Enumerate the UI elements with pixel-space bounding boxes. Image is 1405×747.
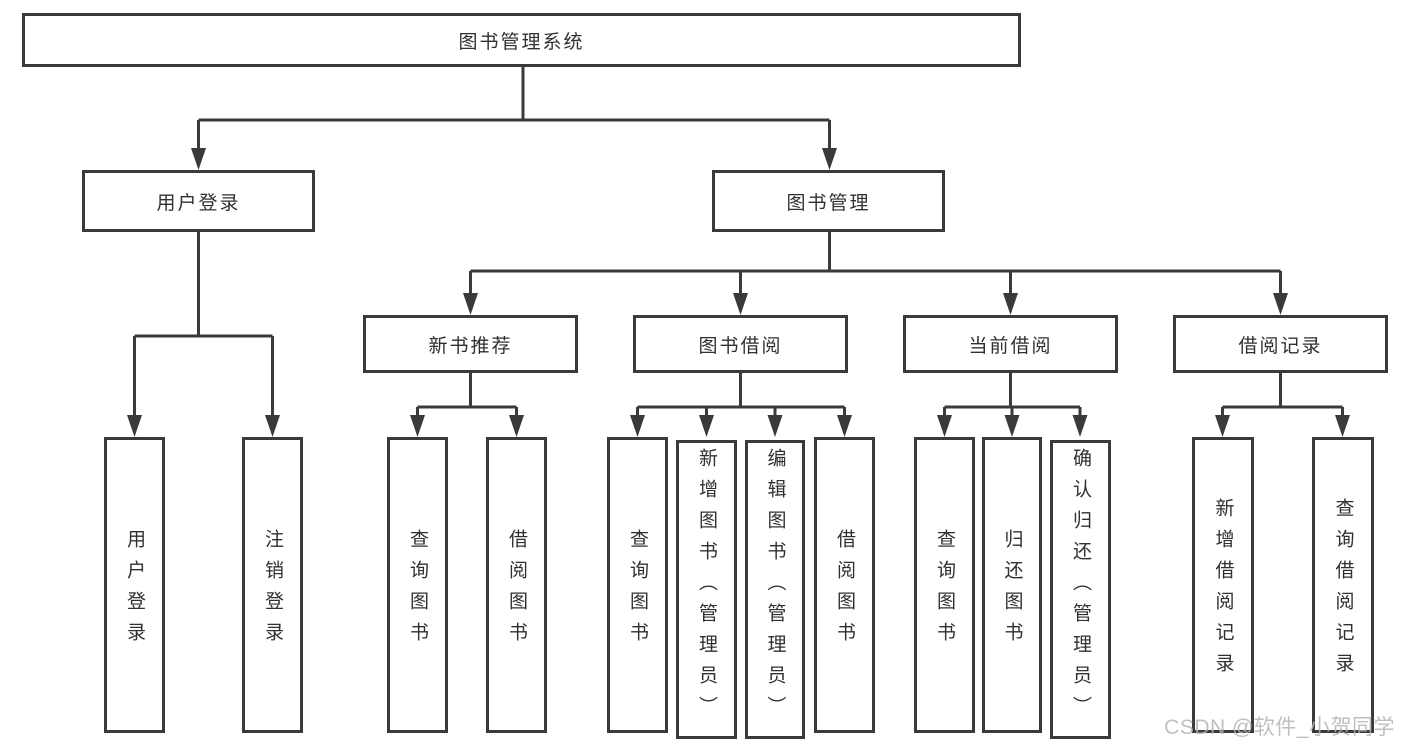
leaf-user-login: 用户登录 xyxy=(104,437,165,733)
node-label: 图书借阅 xyxy=(698,335,783,357)
leaf-add-borrow-record: 新增借阅记录 xyxy=(1192,437,1254,733)
arrow-down-icon xyxy=(1004,415,1020,437)
arrow-down-icon xyxy=(127,415,142,437)
arrow-down-icon xyxy=(1273,293,1288,315)
arrow-down-icon xyxy=(509,415,524,437)
leaf-logout: 注销登录 xyxy=(242,437,303,733)
node-label: 查询图书 xyxy=(934,529,955,653)
connector-user-login xyxy=(133,232,274,418)
node-label: 借阅图书 xyxy=(834,529,855,653)
arrow-down-icon xyxy=(1215,415,1230,437)
node-label: 确认归还（管理员） xyxy=(1070,448,1091,727)
node-label: 借阅记录 xyxy=(1238,335,1323,357)
arrow-down-icon xyxy=(1003,293,1018,315)
leaf-return-book: 归还图书 xyxy=(982,437,1042,733)
arrow-down-icon xyxy=(630,415,645,437)
leaf-borrow-books: 借阅图书 xyxy=(814,437,875,733)
arrow-down-icon xyxy=(265,415,280,437)
node-label: 归还图书 xyxy=(1001,529,1023,653)
node-library-system: 图书管理系统 xyxy=(22,13,1021,67)
leaf-add-book-admin: 新增图书（管理员） xyxy=(676,440,737,739)
node-user-login: 用户登录 xyxy=(82,170,315,232)
arrow-down-icon xyxy=(733,293,748,315)
node-current-borrow: 当前借阅 xyxy=(903,315,1118,373)
leaf-query-books-current: 查询图书 xyxy=(914,437,975,733)
arrow-down-icon xyxy=(410,415,425,437)
leaf-edit-book-admin: 编辑图书（管理员） xyxy=(745,440,805,739)
arrow-down-icon xyxy=(837,415,852,437)
connector-book-borrow xyxy=(636,373,846,418)
node-borrow-records: 借阅记录 xyxy=(1173,315,1388,373)
connector-new-book-recommend xyxy=(416,373,518,418)
connector-borrow-records xyxy=(1221,373,1344,418)
arrow-down-icon xyxy=(822,148,837,170)
node-label: 用户登录 xyxy=(156,192,241,214)
arrow-down-icon xyxy=(699,415,714,437)
node-label: 编辑图书（管理员） xyxy=(764,448,786,727)
connector-root xyxy=(197,67,831,150)
node-label: 图书管理系统 xyxy=(458,31,585,53)
arrow-down-icon xyxy=(1072,415,1088,437)
node-label: 新增图书（管理员） xyxy=(696,448,717,727)
node-label: 注销登录 xyxy=(262,529,283,653)
leaf-borrow-books-recommend: 借阅图书 xyxy=(486,437,547,733)
node-label: 借阅图书 xyxy=(506,529,527,653)
node-label: 查询图书 xyxy=(627,529,648,653)
arrow-down-icon xyxy=(937,415,952,437)
node-label: 查询图书 xyxy=(407,529,428,653)
node-label: 当前借阅 xyxy=(968,335,1053,357)
arrow-down-icon xyxy=(191,148,206,170)
node-label: 新增借阅记录 xyxy=(1212,498,1234,684)
arrow-down-icon xyxy=(463,293,478,315)
leaf-query-books-borrow: 查询图书 xyxy=(607,437,668,733)
leaf-query-books-recommend: 查询图书 xyxy=(387,437,448,733)
node-new-book-recommend: 新书推荐 xyxy=(363,315,578,373)
connector-current-borrow xyxy=(943,373,1082,418)
node-label: 新书推荐 xyxy=(428,335,513,357)
node-label: 用户登录 xyxy=(124,529,145,653)
leaf-confirm-return-admin: 确认归还（管理员） xyxy=(1050,440,1111,739)
csdn-watermark: CSDN @软件_小贺同学 xyxy=(1164,716,1395,739)
arrow-down-icon xyxy=(1335,415,1350,437)
node-book-borrow: 图书借阅 xyxy=(633,315,848,373)
node-label: 图书管理 xyxy=(786,192,871,214)
arrow-down-icon xyxy=(767,415,783,437)
leaf-query-borrow-record: 查询借阅记录 xyxy=(1312,437,1374,733)
node-book-management: 图书管理 xyxy=(712,170,945,232)
connector-book-management xyxy=(469,232,1282,296)
node-label: 查询借阅记录 xyxy=(1332,498,1354,684)
